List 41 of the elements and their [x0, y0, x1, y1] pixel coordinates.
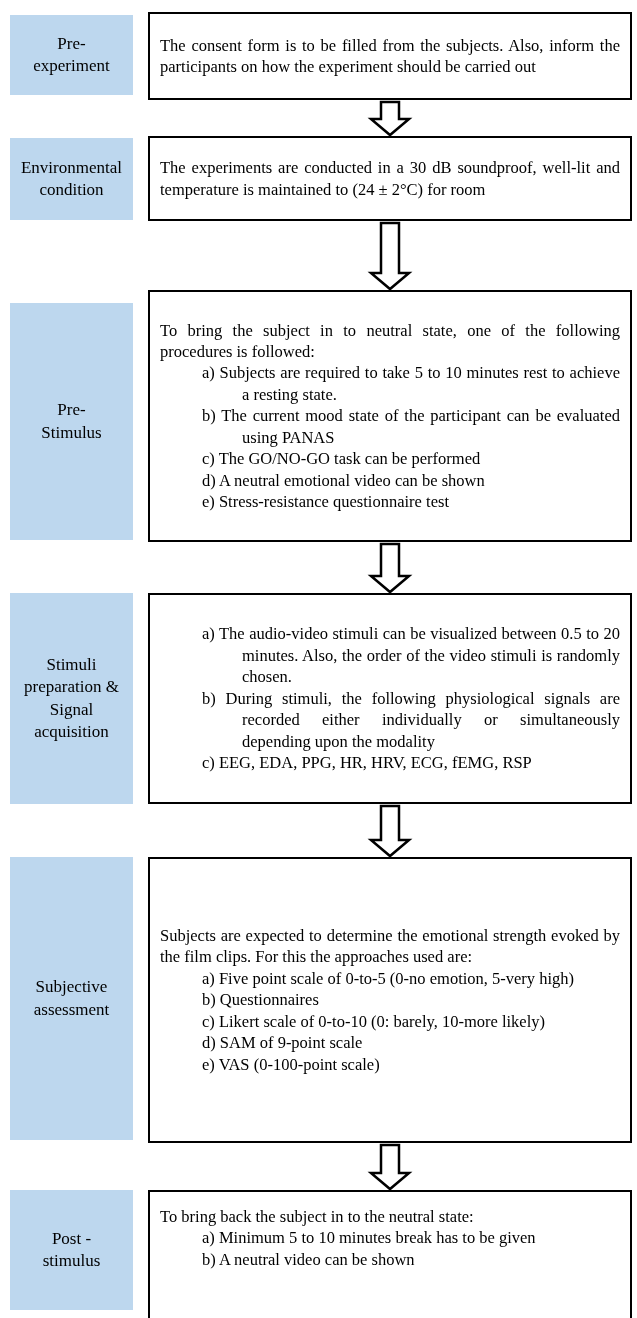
- process-box: [148, 593, 632, 804]
- stage-label-box: [10, 138, 133, 220]
- list-item: d) SAM of 9-point scale: [201, 1032, 364, 1054]
- stage-label-box: [10, 303, 133, 540]
- stage-label-box: [10, 15, 133, 95]
- block-arrow: [367, 542, 413, 594]
- stage-label-box: [10, 857, 133, 1140]
- block-arrow: [367, 100, 413, 137]
- list-item: a) Five point scale of 0-to-5 (0-no emotion, 5-very high): [201, 967, 576, 990]
- stage-name: Pre-experiment: [32, 32, 111, 77]
- block-arrow: [367, 1143, 413, 1191]
- paragraph: The consent form is to be filled from the subjects. Also, inform the participants on how the experiment should be carried out: [160, 34, 620, 78]
- stage-name: Environmental condition: [20, 156, 123, 201]
- stage-name: Subjective assessment: [32, 976, 111, 1021]
- stage-name: Stimuli preparation & Signal acquisition: [23, 654, 120, 743]
- list-item: c) Likert scale of 0-to-10 (0: barely, 10-more likely): [201, 1010, 546, 1033]
- list-item: c) EEG, EDA, PPG, HR, HRV, ECG, fEMG, RSP: [201, 752, 533, 774]
- list-item: b) Questionnaires: [201, 989, 320, 1011]
- list-item: b) A neutral video can be shown: [201, 1248, 416, 1271]
- process-box: [148, 857, 632, 1143]
- list-item: c) The GO/NO-GO task can be performed: [201, 448, 482, 470]
- stage-name: Post - stimulus: [41, 1227, 102, 1272]
- process-box: [148, 290, 632, 542]
- paragraph: Subjects are expected to determine the emotional strength evoked by the film clips. For this the approaches used are:: [160, 924, 620, 968]
- block-arrow: [367, 221, 413, 291]
- paragraph: To bring back the subject in to the neutral state:: [160, 1206, 475, 1228]
- stage-label-box: [10, 1190, 133, 1310]
- list-item: a) Minimum 5 to 10 minutes break has to be given: [201, 1227, 537, 1249]
- stage-label-box: [10, 593, 133, 804]
- list-item: e) Stress-resistance questionnaire test: [201, 491, 450, 513]
- paragraph: The experiments are conducted in a 30 dB soundproof, well-lit and temperature is maintained to (24 ± 2°C) for room: [160, 157, 620, 200]
- stage-name: Pre-Stimulus: [40, 399, 103, 444]
- block-arrow: [367, 804, 413, 858]
- paragraph: To bring the subject in to neutral state, one of the following procedures is followed:: [160, 319, 620, 363]
- list-item: a) The audio-video stimuli can be visualized between 0.5 to 20 minutes. Also, the order of the video stimuli is randomly chosen.: [201, 623, 620, 688]
- list-item: a) Subjects are required to take 5 to 10 minutes rest to achieve a resting state.: [201, 362, 620, 406]
- process-box: [148, 12, 632, 100]
- process-box: [148, 1190, 632, 1318]
- list-item: d) A neutral emotional video can be shown: [201, 469, 486, 492]
- process-box: [148, 136, 632, 221]
- list-item: e) VAS (0-100-point scale): [201, 1053, 381, 1076]
